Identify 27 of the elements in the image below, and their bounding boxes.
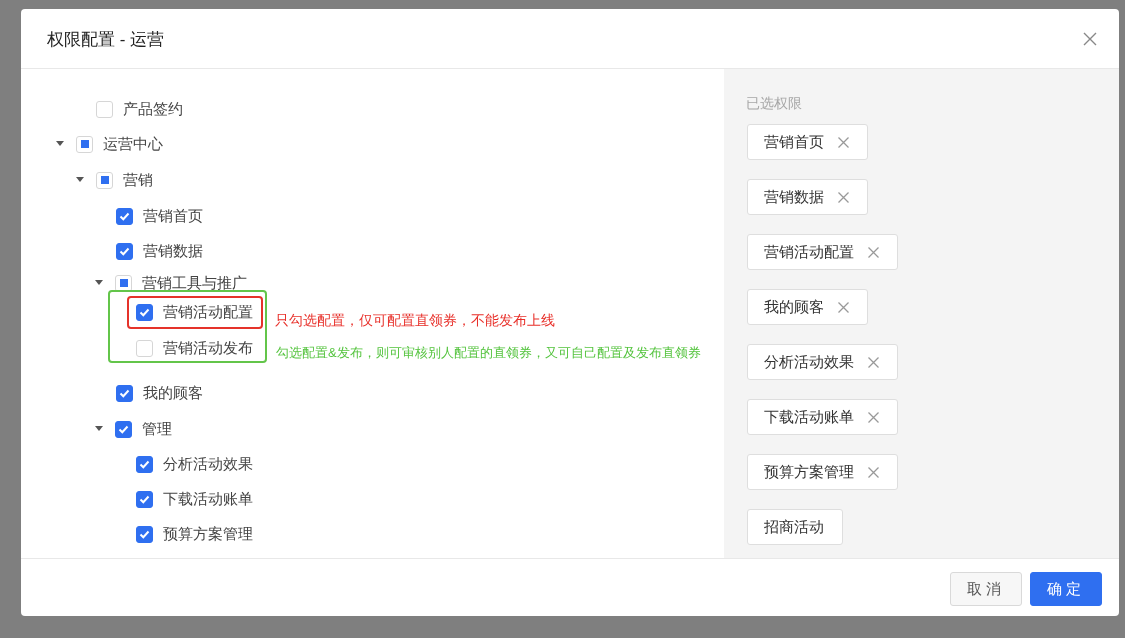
dialog-title: 权限配置 - 运营 [47, 29, 165, 51]
tag-text: 营销首页 [764, 132, 824, 152]
tag-text: 分析活动效果 [764, 352, 854, 372]
annotation-note: 勾选配置&发布，则可审核别人配置的直领券，又可自己配置及发布直领券 [276, 344, 701, 362]
tree-item-label: 我的顾客 [143, 383, 203, 403]
tree-item-label: 营销 [123, 170, 153, 190]
section-heading: 已选权限 [746, 95, 802, 113]
tree-item-label: 营销工具与推广 [142, 273, 247, 293]
tree-item-label: 预算方案管理 [163, 524, 253, 544]
cancel-button: 取消 [950, 572, 1022, 606]
tag-text: 预算方案管理 [764, 462, 854, 482]
tree-item-label: 运营中心 [103, 134, 163, 154]
confirm-button: 确定 [1030, 572, 1102, 606]
tag-text: 下载活动账单 [764, 407, 854, 427]
tag-text: 营销数据 [764, 187, 824, 207]
tag-text: 招商活动 [764, 517, 824, 537]
tree-item-label: 产品签约 [123, 99, 183, 119]
annotation-note: 只勾选配置，仅可配置直领券，不能发布上线 [275, 311, 555, 329]
tree-item-label: 营销首页 [143, 206, 203, 226]
tag-text: 我的顾客 [764, 297, 824, 317]
tree-item-label: 管理 [142, 419, 172, 439]
tree-item-label: 营销活动发布 [163, 338, 253, 358]
tree-item-label: 营销数据 [143, 241, 203, 261]
tree-item-label: 下载活动账单 [163, 489, 253, 509]
tree-item-label: 营销活动配置 [163, 302, 253, 322]
tag-text: 营销活动配置 [764, 242, 854, 262]
tree-item-label: 分析活动效果 [163, 454, 253, 474]
